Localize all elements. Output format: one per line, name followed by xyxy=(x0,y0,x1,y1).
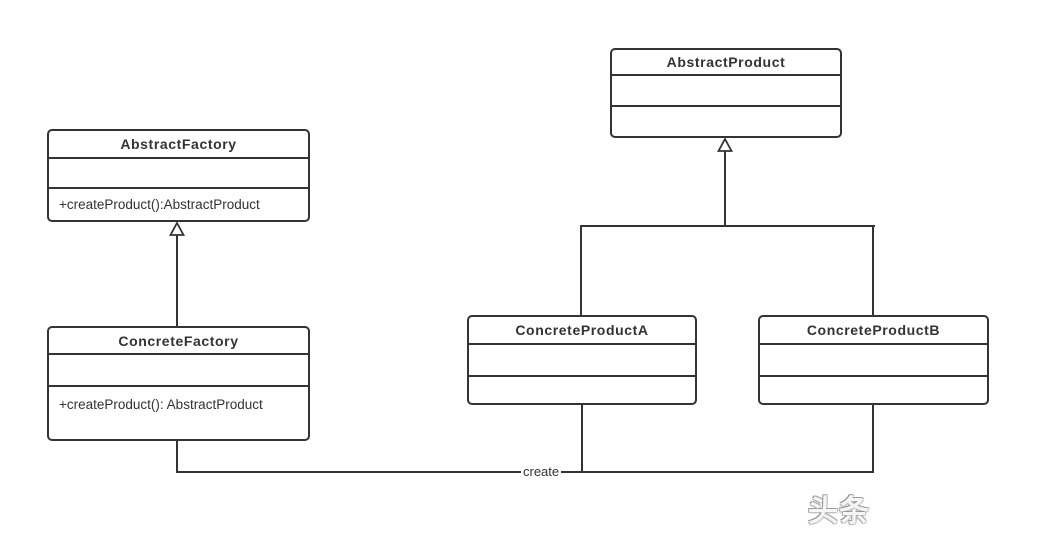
generalization-branch-line xyxy=(580,225,875,227)
class-attributes xyxy=(612,76,840,107)
watermark-text: 头条 @ramostear xyxy=(808,495,991,534)
class-title: AbstractFactory xyxy=(49,131,308,159)
class-title: AbstractProduct xyxy=(612,50,840,76)
class-concrete-product-a: ConcreteProductA xyxy=(467,315,697,405)
create-edge-label: create xyxy=(521,464,562,480)
class-abstract-product: AbstractProduct xyxy=(610,48,842,138)
class-title: ConcreteProductA xyxy=(469,317,695,345)
class-abstract-factory: AbstractFactory +createProduct():Abstrac… xyxy=(47,129,310,222)
class-methods xyxy=(469,377,695,403)
generalization-line-factory xyxy=(176,235,178,326)
class-attributes xyxy=(49,159,308,189)
class-methods xyxy=(612,107,840,136)
class-methods: +createProduct(): AbstractProduct xyxy=(59,397,263,412)
generalization-arrow-icon xyxy=(717,138,733,152)
create-line-to-product-b xyxy=(872,405,874,473)
class-attributes xyxy=(469,345,695,377)
create-line-from-factory xyxy=(176,441,178,473)
class-concrete-factory: ConcreteFactory +createProduct(): Abstra… xyxy=(47,326,310,441)
class-attributes xyxy=(49,355,308,387)
class-title: ConcreteFactory xyxy=(49,328,308,355)
class-methods: +createProduct():AbstractProduct xyxy=(59,197,260,212)
class-attributes xyxy=(760,345,987,377)
create-line-to-product-a xyxy=(581,405,583,471)
generalization-arrow-icon xyxy=(169,222,185,236)
generalization-drop-product-a xyxy=(580,225,582,315)
generalization-line-product xyxy=(724,151,726,227)
generalization-drop-product-b xyxy=(872,225,874,315)
class-methods xyxy=(760,377,987,403)
class-concrete-product-b: ConcreteProductB xyxy=(758,315,989,405)
class-title: ConcreteProductB xyxy=(760,317,987,345)
